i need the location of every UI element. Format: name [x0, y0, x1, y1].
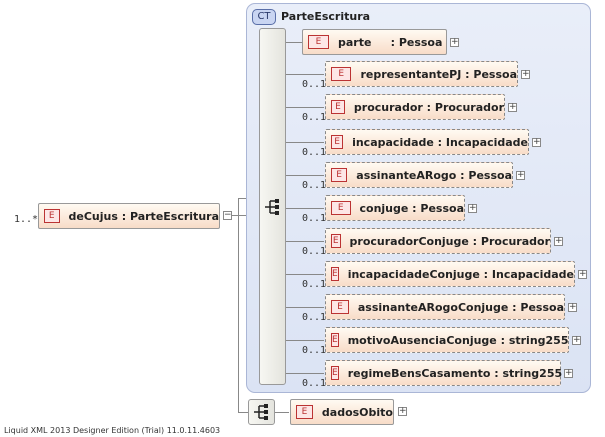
sequence-icon — [265, 199, 279, 215]
connector — [238, 198, 239, 412]
child-cardinality: 0..1 — [302, 213, 327, 224]
connector — [286, 307, 324, 308]
element-badge: E — [331, 135, 344, 149]
element-label: conjuge : Pessoa — [359, 201, 465, 215]
plus-icon[interactable]: + — [508, 102, 517, 112]
connector — [286, 208, 324, 209]
connector — [286, 142, 324, 143]
element-label: procuradorConjuge : Procurador — [349, 234, 550, 248]
element-badge: E — [331, 168, 348, 182]
connector — [286, 74, 324, 75]
plus-icon[interactable]: + — [554, 236, 563, 246]
minus-icon[interactable]: − — [223, 210, 232, 220]
child-cardinality: 0..1 — [302, 378, 327, 389]
child-cardinality: 0..1 — [302, 279, 327, 290]
connector — [286, 274, 324, 275]
element-label: incapacidade : Incapacidade — [352, 135, 528, 149]
element-label: assinanteARogoConjuge : Pessoa — [357, 300, 564, 314]
child-cardinality: 0..1 — [302, 147, 327, 158]
child-cardinality: 0..1 — [302, 312, 327, 323]
child-cardinality: 0..1 — [302, 180, 327, 191]
plus-icon[interactable]: + — [450, 37, 459, 47]
element-badge: E — [331, 234, 341, 248]
connector — [286, 241, 324, 242]
complex-type-title: ParteEscritura — [281, 10, 371, 23]
element-label: procurador : Procurador — [353, 100, 504, 114]
element-label: regimeBensCasamento : string255 — [347, 366, 563, 380]
child-cardinality: 0..1 — [302, 112, 327, 123]
element-badge: E — [296, 405, 313, 419]
element-label: representantePJ : Pessoa — [360, 67, 517, 81]
element-label: deCujus : ParteEscritura — [68, 209, 220, 223]
element-badge: E — [331, 67, 352, 81]
element-badge: E — [44, 209, 60, 223]
element-badge: E — [331, 267, 339, 281]
plus-icon[interactable]: + — [572, 335, 581, 345]
element-dadosobito[interactable]: E dadosObito — [290, 399, 394, 425]
element-label: assinanteARogo : Pessoa — [356, 168, 512, 182]
plus-icon[interactable]: + — [578, 269, 587, 279]
element-badge: E — [331, 333, 339, 347]
plus-icon[interactable]: + — [564, 368, 573, 378]
connector — [286, 42, 302, 43]
complex-type-badge: CT — [252, 9, 276, 25]
element-badge: E — [331, 201, 351, 215]
element-badge: E — [331, 366, 339, 380]
plus-icon[interactable]: + — [521, 69, 530, 79]
connector — [238, 412, 248, 413]
connector — [232, 215, 246, 216]
element-label: motivoAusenciaConjuge : string255 — [347, 333, 569, 347]
root-cardinality: 1..* — [14, 214, 39, 225]
footer-text: Liquid XML 2013 Designer Edition (Trial)… — [4, 426, 221, 435]
plus-icon[interactable]: + — [516, 170, 525, 180]
connector — [286, 340, 324, 341]
child-cardinality: 0..1 — [302, 246, 327, 257]
plus-icon[interactable]: + — [532, 137, 541, 147]
plus-icon[interactable]: + — [398, 406, 407, 416]
element-label: incapacidadeConjuge : Incapacidade — [347, 267, 574, 281]
child-cardinality: 0..1 — [302, 79, 327, 90]
element-label: parte : Pessoa — [338, 35, 443, 49]
connector — [286, 175, 324, 176]
element-badge: E — [331, 100, 345, 114]
element-badge: E — [331, 300, 349, 314]
connector — [275, 412, 289, 413]
element-badge: E — [308, 35, 329, 49]
connector — [238, 198, 246, 199]
sequence-icon — [254, 404, 268, 420]
connector — [286, 373, 324, 374]
plus-icon[interactable]: + — [468, 203, 477, 213]
element-label: dadosObito — [321, 405, 393, 419]
connector — [286, 107, 324, 108]
sequence-compositor-obito[interactable] — [248, 399, 275, 425]
plus-icon[interactable]: + — [568, 302, 577, 312]
child-cardinality: 0..1 — [302, 345, 327, 356]
root-element-decujus[interactable]: E deCujus : ParteEscritura — [38, 203, 220, 229]
